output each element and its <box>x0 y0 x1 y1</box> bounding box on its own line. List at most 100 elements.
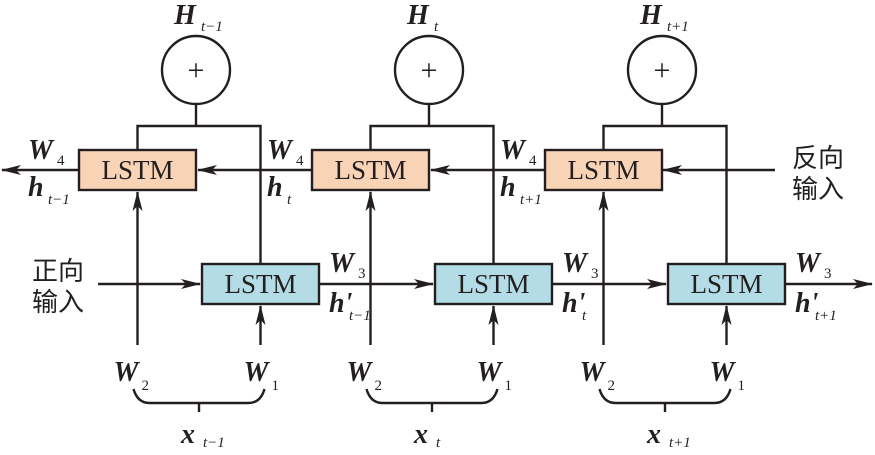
forward-weight-label-subscript: 3 <box>358 266 366 282</box>
forward-weight-label-symbol: W <box>795 248 822 279</box>
backward-input-label-line2: 输入 <box>792 175 844 205</box>
forward-lstm-label: LSTM <box>457 269 529 299</box>
plus-icon: + <box>654 54 671 87</box>
forward-weight-label-symbol: W <box>562 248 589 279</box>
output-label-symbol: H <box>406 0 430 31</box>
forward-lstm-label: LSTM <box>690 269 762 299</box>
w2-label-subscript: 2 <box>375 378 383 394</box>
input-label-symbol: x <box>646 419 661 450</box>
input-brace <box>132 388 266 412</box>
forward-state-label-symbol: h' <box>329 288 353 319</box>
w2-label-subscript: 2 <box>142 378 150 394</box>
forward-state-label-symbol: h' <box>795 288 819 319</box>
backward-lstm-label: LSTM <box>567 155 639 185</box>
forward-input-label-line1: 正向 <box>32 257 84 287</box>
forward-lstm-label: LSTM <box>224 269 296 299</box>
w2-label-symbol: W <box>580 357 607 388</box>
backward-input-label-line1: 反向 <box>792 144 844 174</box>
output-label-symbol: H <box>173 0 197 31</box>
input-label: x t+1 <box>646 419 691 451</box>
backward-lstm-cell <box>543 148 664 192</box>
forward-state-label-subscript: t−1 <box>349 308 371 324</box>
forward-state-label-subscript: t <box>582 308 587 324</box>
input-label-subscript: t−1 <box>203 435 225 451</box>
w1-label-subscript: 1 <box>505 378 513 394</box>
backward-lstm-cell <box>310 148 431 192</box>
output-label-subscript: t <box>434 19 439 35</box>
input-label: x t−1 <box>180 419 225 451</box>
forward-state-label: h't−1 <box>329 288 371 324</box>
w2-label-symbol: W <box>114 357 141 388</box>
forward-weight-label-subscript: 3 <box>824 266 832 282</box>
forward-state-label-subscript: t+1 <box>815 308 837 324</box>
input-label-subscript: t <box>436 435 441 451</box>
merge-connector <box>136 104 262 264</box>
input-brace <box>598 388 732 412</box>
forward-input-label: 正向 输入 <box>32 257 84 318</box>
backward-weight-label-subscript: 4 <box>529 153 537 169</box>
backward-state-label-subscript: t <box>287 192 292 208</box>
forward-state-label-symbol: h' <box>562 288 586 319</box>
w1-label-symbol: W <box>710 357 737 388</box>
backward-lstm-label: LSTM <box>334 155 406 185</box>
input-label-symbol: x <box>413 419 428 450</box>
backward-weight-label-symbol: W <box>500 135 527 166</box>
backward-state-label-symbol: h <box>267 172 283 203</box>
merge-connector <box>602 104 728 264</box>
input-label-symbol: x <box>180 419 195 450</box>
w1-label-symbol: W <box>477 357 504 388</box>
output-label-symbol: H <box>639 0 663 31</box>
w1-label-subscript: 1 <box>272 378 280 394</box>
w2-label-symbol: W <box>347 357 374 388</box>
backward-weight-label-symbol: W <box>28 135 55 166</box>
backward-weight-label-symbol: W <box>267 135 294 166</box>
forward-state-label: h't <box>562 288 587 324</box>
backward-weight-label-subscript: 4 <box>57 153 65 169</box>
forward-state-label: h't+1 <box>795 288 837 324</box>
backward-state-label-subscript: t+1 <box>520 192 542 208</box>
forward-lstm-cell <box>200 262 321 306</box>
backward-weight-label-subscript: 4 <box>296 153 304 169</box>
w2-label-subscript: 2 <box>608 378 616 394</box>
input-brace <box>365 388 499 412</box>
backward-state-label-symbol: h <box>28 172 44 203</box>
merge-connector <box>369 104 495 264</box>
forward-weight-label-subscript: 3 <box>591 266 599 282</box>
backward-lstm-label: LSTM <box>101 155 173 185</box>
forward-weight-label-symbol: W <box>329 248 356 279</box>
forward-input-label-line2: 输入 <box>32 288 84 318</box>
plus-icon: + <box>421 54 438 87</box>
plus-icon: + <box>188 54 205 87</box>
backward-input-label: 反向 输入 <box>792 144 844 205</box>
backward-state-label-subscript: t−1 <box>48 192 70 208</box>
w1-label-symbol: W <box>244 357 271 388</box>
output-label-subscript: t−1 <box>201 19 223 35</box>
input-label-subscript: t+1 <box>669 435 691 451</box>
output-label-subscript: t+1 <box>667 19 689 35</box>
forward-lstm-cell <box>433 262 554 306</box>
backward-state-label-symbol: h <box>500 172 516 203</box>
